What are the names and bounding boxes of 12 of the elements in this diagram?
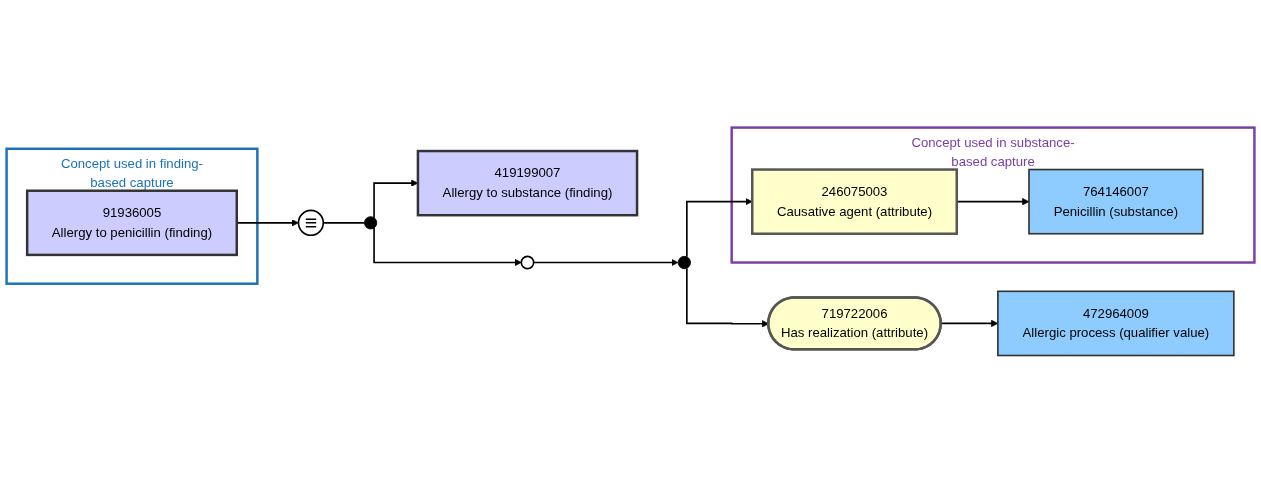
node-circle: ≡ <box>297 210 325 237</box>
arrow <box>373 227 522 267</box>
node-circle <box>677 256 691 270</box>
node-circle <box>520 255 535 270</box>
node-circle <box>364 216 378 230</box>
node-box: 246075003 Causative agent (attribute) <box>751 168 958 236</box>
node-box: 419199007 Allergy to substance (finding) <box>416 150 639 217</box>
arrow <box>686 198 753 259</box>
arrow <box>532 259 679 267</box>
node-box: 764146007 Penicillin (substance) <box>1028 169 1204 235</box>
node-box: 91936005 Allergy to penicillin (finding) <box>25 189 238 257</box>
node-box: 472964009 Allergic process (qualifier value) <box>997 290 1235 357</box>
